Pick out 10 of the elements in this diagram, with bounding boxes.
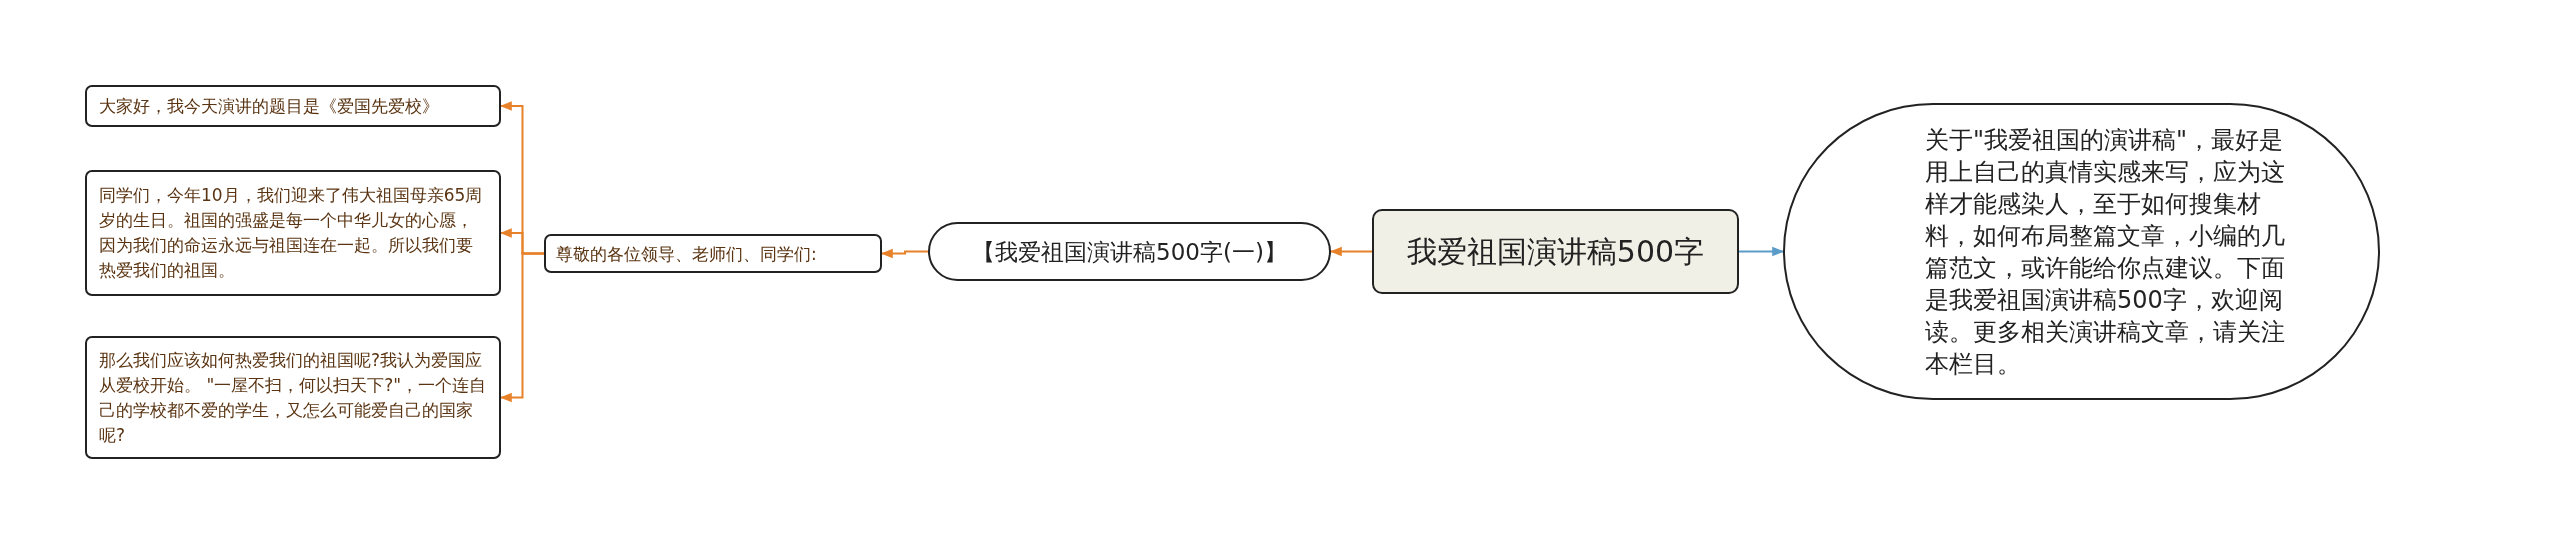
paragraph-box: 那么我们应该如何热爱我们的祖国呢?我认为爱国应从爱校开始。 "一屋不扫，何以扫天下?"，一个连自己的学校都不爱的学生，又怎么可能爱自己的国家呢? — [85, 336, 501, 459]
arrow — [1329, 246, 1373, 257]
paragraph-box: 大家好，我今天演讲的题目是《爱国先爱校》 — [85, 85, 501, 127]
topic-box: 我爱祖国演讲稿500字 — [1372, 209, 1739, 294]
greeting-box: 尊敬的各位领导、老师们、同学们: — [544, 234, 882, 273]
arrow — [499, 252, 545, 403]
subtopic-pill: 【我爱祖国演讲稿500字(一)】 — [928, 222, 1331, 281]
arrow — [880, 248, 929, 259]
paragraph-box: 同学们，今年10月，我们迎来了伟大祖国母亲65周岁的生日。祖国的强盛是每一个中华儿女的心愿，因为我们的命运永远与祖国连在一起。所以我们要热爱我们的祖国。 — [85, 170, 501, 296]
arrow — [1738, 246, 1785, 257]
